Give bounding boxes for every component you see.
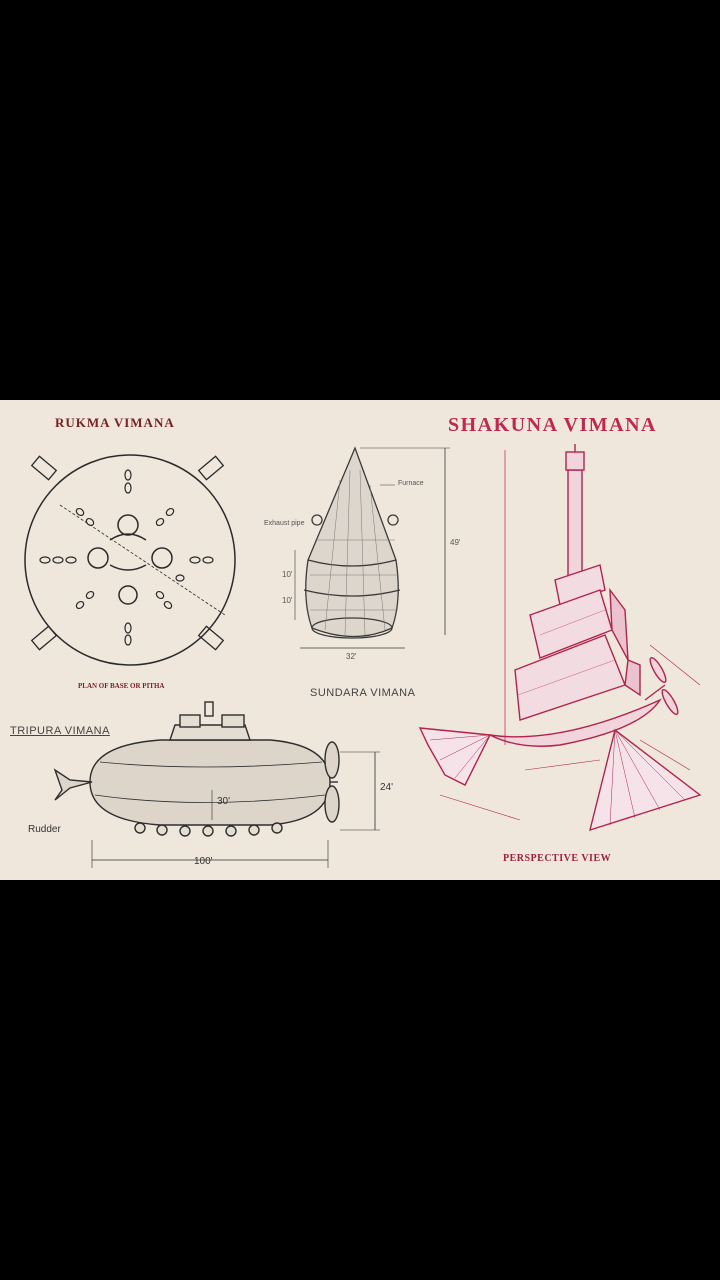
tripura-height-label: 24' [380,782,394,793]
diagram-sheet: RUKMA VIMANA PLAN OF BASE OR PITHA Exhau… [0,400,720,880]
tripura-vehicle-drawing [53,701,380,868]
sundara-height-label: 49' [450,538,461,547]
tripura-title: TRIPURA VIMANA [10,725,110,737]
shakuna-title: SHAKUNA VIMANA [448,414,657,436]
tripura-inner-label: 30' [217,796,231,807]
tripura-rudder-label: Rudder [28,824,61,835]
tripura-length-label: 100' [194,856,213,867]
sundara-seg2-label: 10' [282,596,293,605]
sundara-width-label: 32' [346,652,357,661]
rukma-title: RUKMA VIMANA [55,415,175,430]
shakuna-vehicle-drawing [418,444,702,832]
rukma-caption: PLAN OF BASE OR PITHA [78,682,165,690]
sundara-cone-drawing [294,446,450,649]
rukma-plan-drawing [24,454,236,666]
sundara-exhaust-label: Exhaust pipe [264,520,305,527]
blueprint-drawings [24,444,702,868]
shakuna-caption: PERSPECTIVE VIEW [503,853,612,864]
sundara-furnace-label: Furnace [398,480,424,487]
sundara-title: SUNDARA VIMANA [310,687,416,699]
sundara-seg1-label: 10' [282,570,293,579]
